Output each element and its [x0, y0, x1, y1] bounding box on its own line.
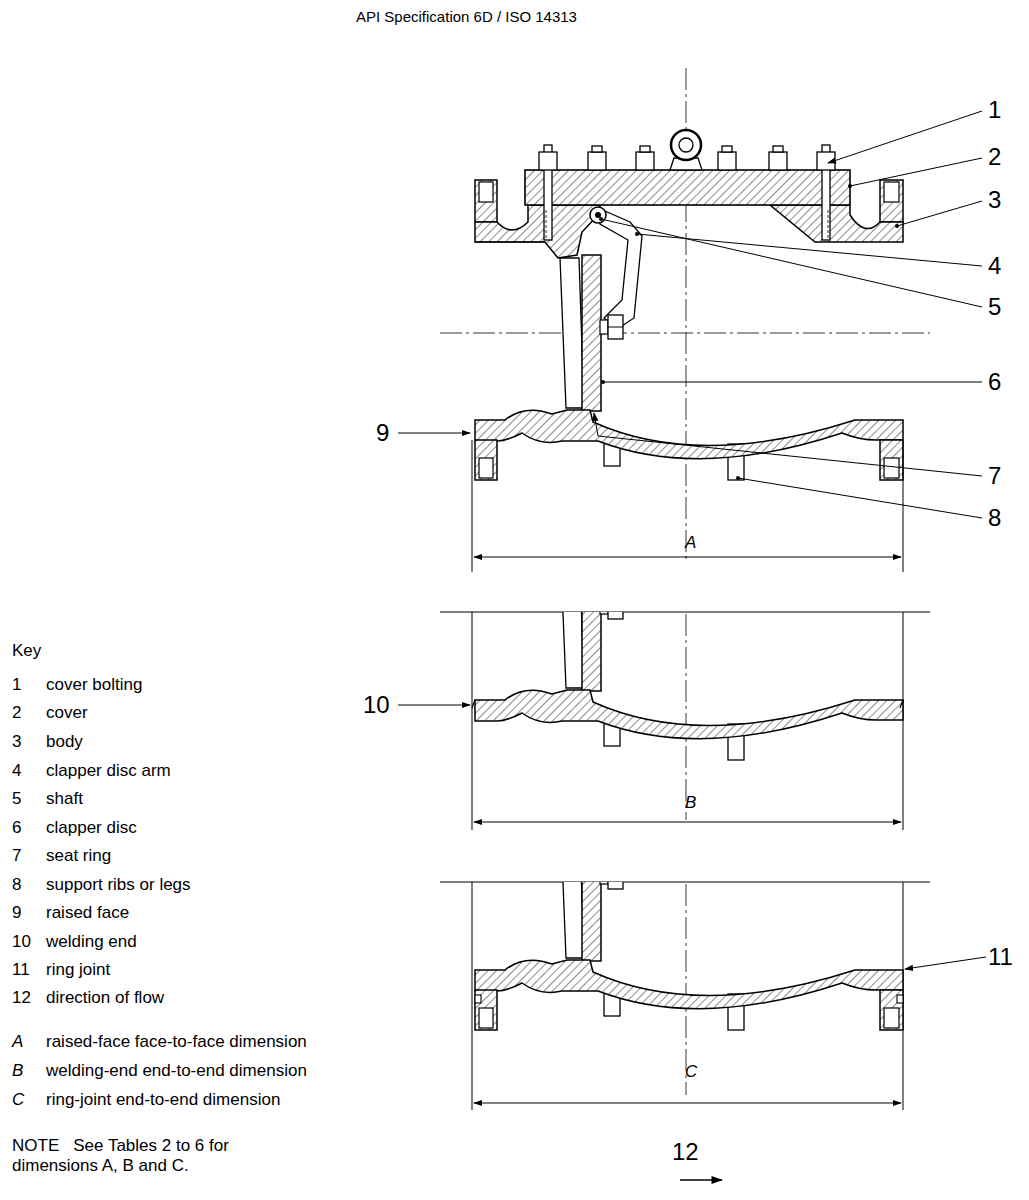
note-text: See Tables 2 to 6 for dimensions A, B an… — [12, 1136, 277, 1177]
key-number: 6 — [12, 818, 21, 838]
dimension-line — [472, 440, 903, 572]
key-description: cover bolting — [46, 675, 142, 695]
lifting-eye — [670, 130, 702, 170]
dimension-letter: A — [685, 533, 696, 553]
key-number: 2 — [12, 703, 21, 723]
note-heading: NOTE — [12, 1136, 59, 1156]
body-bore-line — [475, 241, 545, 242]
key-description: body — [46, 732, 83, 752]
callout-number: 1 — [988, 96, 1001, 125]
key-letter: C — [12, 1090, 24, 1110]
valve-body — [475, 410, 903, 459]
key-heading: Key — [12, 641, 41, 661]
section-view — [440, 612, 930, 830]
welding-end-view — [472, 612, 903, 760]
dimension-letter: B — [685, 793, 696, 813]
section-view — [440, 882, 930, 1110]
valve-body — [475, 205, 600, 258]
key-description: raised-face face-to-face dimension — [46, 1032, 307, 1052]
callout-number: 2 — [988, 143, 1001, 172]
valve-body — [770, 205, 903, 242]
callout-number: 11 — [988, 943, 1013, 972]
key-number: 10 — [12, 932, 31, 952]
callout-number: 3 — [988, 186, 1001, 215]
callout-number: 5 — [988, 293, 1001, 322]
end-flanges — [475, 440, 903, 480]
callout-number: 4 — [988, 252, 1001, 281]
key-number: 8 — [12, 875, 21, 895]
key-description: cover — [46, 703, 88, 723]
key-number: 12 — [12, 988, 31, 1008]
key-number: 7 — [12, 846, 21, 866]
dimension-line — [474, 822, 901, 823]
key-description: welding-end end-to-end dimension — [46, 1061, 307, 1081]
key-number: 3 — [12, 732, 21, 752]
key-description: clapper disc — [46, 818, 137, 838]
key-description: ring joint — [46, 960, 110, 980]
dimension-line — [474, 1103, 901, 1104]
key-description: shaft — [46, 789, 83, 809]
key-letter: B — [12, 1061, 23, 1081]
page-header: API Specification 6D / ISO 14313 — [356, 8, 577, 26]
shaft — [560, 207, 642, 411]
key-description: clapper disc arm — [46, 761, 171, 781]
callout-number: 8 — [988, 504, 1001, 533]
dimension-letter: C — [685, 1062, 697, 1082]
leader-lines — [398, 111, 986, 1180]
cover — [525, 170, 850, 205]
key-description: support ribs or legs — [46, 875, 191, 895]
key-description: welding end — [46, 932, 137, 952]
callout-number: 12 — [672, 1138, 699, 1167]
key-description: ring-joint end-to-end dimension — [46, 1090, 280, 1110]
key-description: raised face — [46, 903, 129, 923]
callout-number: 7 — [988, 462, 1001, 491]
key-number: 9 — [12, 903, 21, 923]
key-number: 4 — [12, 761, 21, 781]
key-description: direction of flow — [46, 988, 164, 1008]
ring-joint-view — [475, 882, 903, 1030]
callout-number: 10 — [363, 691, 390, 720]
callout-number: 6 — [988, 368, 1001, 397]
key-number: 1 — [12, 675, 21, 695]
key-description: seat ring — [46, 846, 111, 866]
callout-number: 9 — [376, 419, 389, 448]
center-lines — [440, 68, 930, 560]
key-number: 5 — [12, 789, 21, 809]
key-letter: A — [12, 1032, 23, 1052]
key-number: 11 — [12, 960, 30, 980]
